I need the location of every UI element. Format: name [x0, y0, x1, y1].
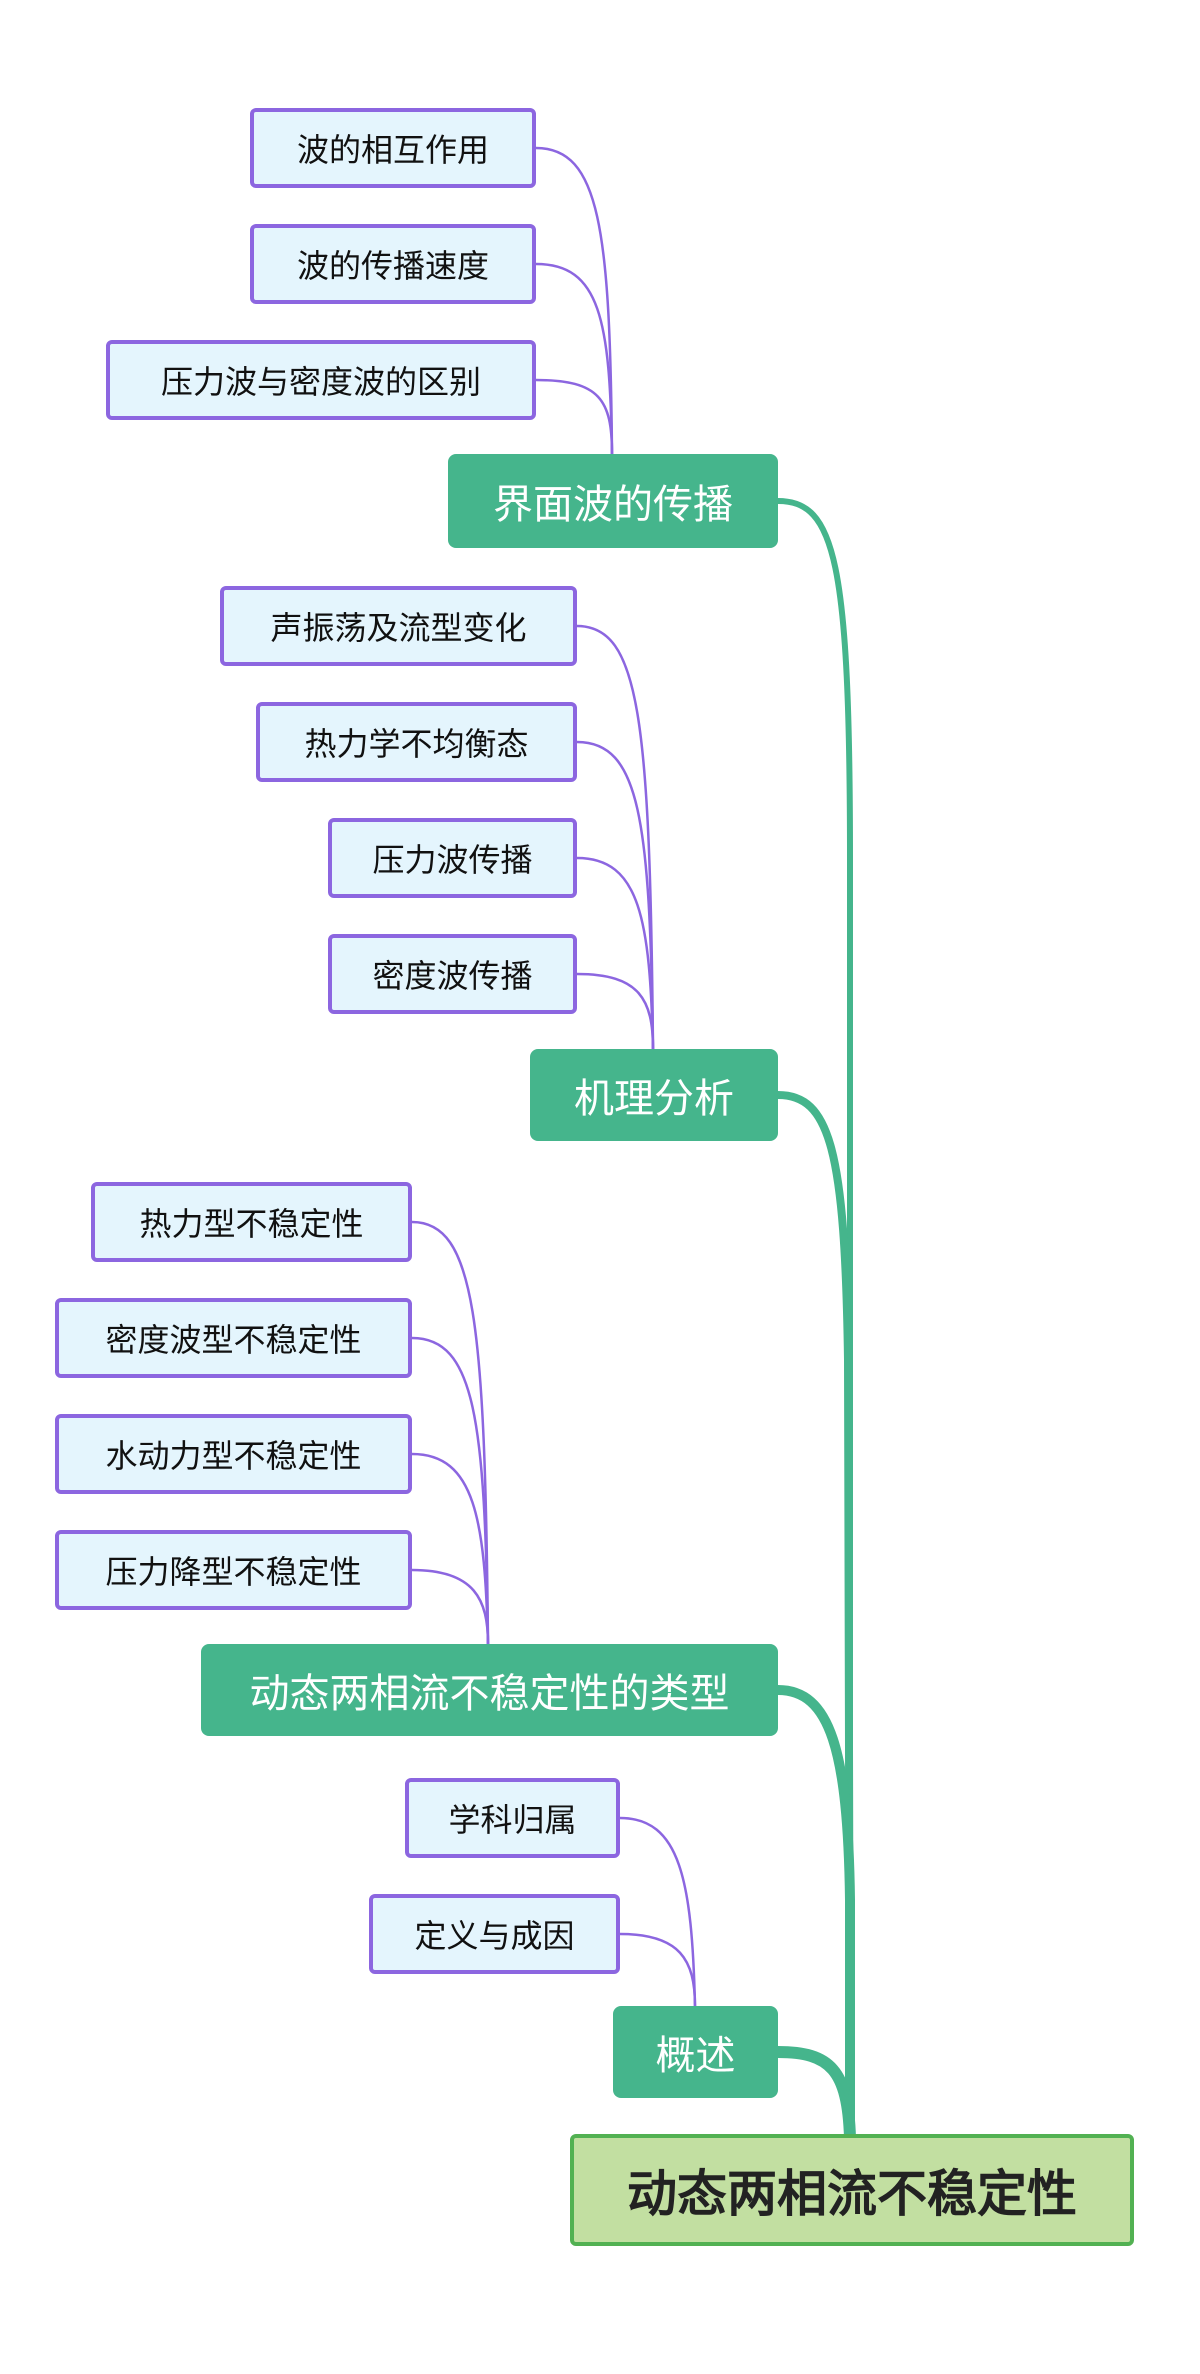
- link-root-branch-1: [777, 1091, 854, 2139]
- link-branch1-leaf2: [576, 856, 655, 1050]
- leaf-wave-speed[interactable]: 波的传播速度: [250, 224, 536, 304]
- link-branch0-leaf0: [535, 146, 614, 455]
- branch-interface-wave-propagation[interactable]: 界面波的传播: [448, 454, 778, 548]
- link-root-branch-2: [777, 1685, 855, 2138]
- link-branch3-leaf1: [619, 1932, 697, 2007]
- leaf-pressure-drop-instability[interactable]: 压力降型不稳定性: [55, 1530, 412, 1610]
- leaf-thermal-instability[interactable]: 热力型不稳定性: [91, 1182, 412, 1262]
- leaf-pressure-vs-density-wave[interactable]: 压力波与密度波的区别: [106, 340, 536, 420]
- link-root-branch-3: [777, 2046, 856, 2139]
- leaf-density-wave-propagation[interactable]: 密度波传播: [328, 934, 577, 1014]
- leaf-wave-interaction[interactable]: 波的相互作用: [250, 108, 536, 188]
- link-branch2-leaf2: [411, 1452, 490, 1645]
- link-branch1-leaf3: [576, 972, 655, 1050]
- link-branch1-leaf1: [576, 740, 655, 1050]
- link-branch0-leaf1: [535, 262, 614, 455]
- leaf-acoustic-oscillation[interactable]: 声振荡及流型变化: [220, 586, 577, 666]
- root-topic[interactable]: 动态两相流不稳定性: [570, 2134, 1134, 2246]
- leaf-hydrodynamic-instability[interactable]: 水动力型不稳定性: [55, 1414, 412, 1494]
- leaf-pressure-wave-propagation[interactable]: 压力波传播: [328, 818, 577, 898]
- leaf-definition-causes[interactable]: 定义与成因: [369, 1894, 620, 1974]
- branch-instability-types[interactable]: 动态两相流不稳定性的类型: [201, 1644, 778, 1736]
- leaf-thermal-nonequilibrium[interactable]: 热力学不均衡态: [256, 702, 577, 782]
- leaf-density-wave-instability[interactable]: 密度波型不稳定性: [55, 1298, 412, 1378]
- link-branch1-leaf0: [576, 624, 655, 1050]
- branch-mechanism-analysis[interactable]: 机理分析: [530, 1049, 778, 1141]
- link-root-branch-0: [777, 498, 853, 2138]
- link-branch0-leaf2: [535, 378, 614, 455]
- link-branch3-leaf0: [619, 1816, 697, 2007]
- link-branch2-leaf1: [411, 1336, 490, 1645]
- link-branch2-leaf3: [411, 1568, 490, 1645]
- branch-overview[interactable]: 概述: [613, 2006, 778, 2098]
- link-branch2-leaf0: [411, 1220, 490, 1645]
- leaf-discipline[interactable]: 学科归属: [405, 1778, 620, 1858]
